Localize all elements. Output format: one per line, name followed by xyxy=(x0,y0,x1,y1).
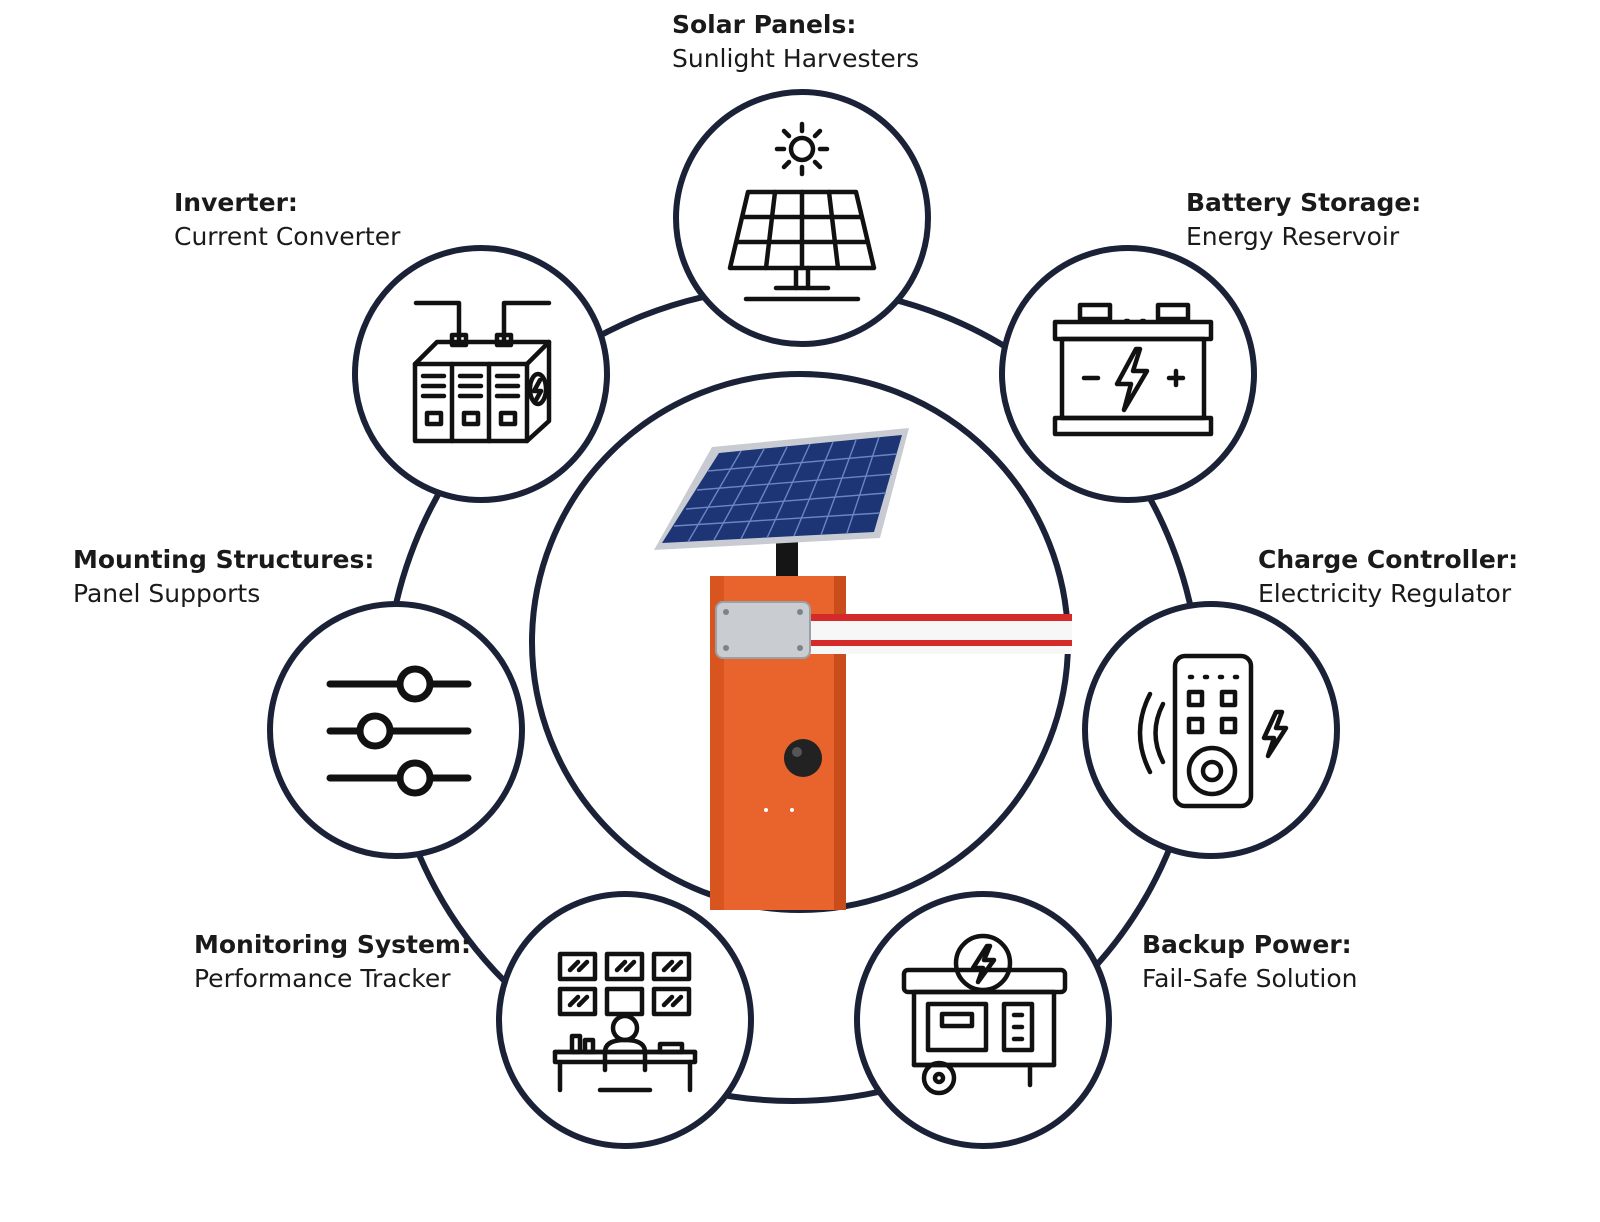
label-battery-subtitle: Energy Reservoir xyxy=(1186,222,1400,251)
monitoring-node xyxy=(496,891,754,1149)
label-backup-title: Backup Power: xyxy=(1142,930,1352,959)
label-controller-subtitle: Electricity Regulator xyxy=(1258,579,1512,608)
label-battery-title: Battery Storage: xyxy=(1186,188,1422,217)
mounting-node xyxy=(267,601,525,859)
sliders-icon xyxy=(326,665,472,797)
monitoring-desk-icon xyxy=(552,951,698,1093)
label-monitoring: Monitoring System: Performance Tracker xyxy=(194,928,471,996)
inverter-node xyxy=(352,245,610,503)
solar-panel-icon xyxy=(727,121,877,302)
label-solar-title: Solar Panels: xyxy=(672,10,857,39)
backup-node xyxy=(854,891,1112,1149)
solar-node xyxy=(673,89,931,347)
remote-controller-icon xyxy=(1137,653,1289,809)
label-solar-subtitle: Sunlight Harvesters xyxy=(672,44,919,73)
label-controller-title: Charge Controller: xyxy=(1258,545,1519,574)
label-mounting-title: Mounting Structures: xyxy=(73,545,375,574)
generator-icon xyxy=(901,933,1068,1096)
label-battery: Battery Storage: Energy Reservoir xyxy=(1186,186,1421,254)
label-inverter-title: Inverter: xyxy=(174,188,298,217)
label-mounting: Mounting Structures: Panel Supports xyxy=(73,543,374,611)
label-inverter: Inverter: Current Converter xyxy=(174,186,400,254)
label-controller: Charge Controller: Electricity Regulator xyxy=(1258,543,1518,611)
label-monitoring-subtitle: Performance Tracker xyxy=(194,964,451,993)
label-backup: Backup Power: Fail-Safe Solution xyxy=(1142,928,1357,996)
controller-node xyxy=(1082,601,1340,859)
label-solar: Solar Panels: Sunlight Harvesters xyxy=(672,8,919,76)
label-monitoring-title: Monitoring System: xyxy=(194,930,471,959)
label-mounting-subtitle: Panel Supports xyxy=(73,579,261,608)
solar-barrier-gate-image xyxy=(654,428,1072,910)
battery-node xyxy=(999,245,1257,503)
label-backup-subtitle: Fail-Safe Solution xyxy=(1142,964,1358,993)
inverter-icon xyxy=(412,300,552,444)
label-inverter-subtitle: Current Converter xyxy=(174,222,401,251)
center-node xyxy=(529,371,1072,913)
battery-icon xyxy=(1052,302,1214,437)
